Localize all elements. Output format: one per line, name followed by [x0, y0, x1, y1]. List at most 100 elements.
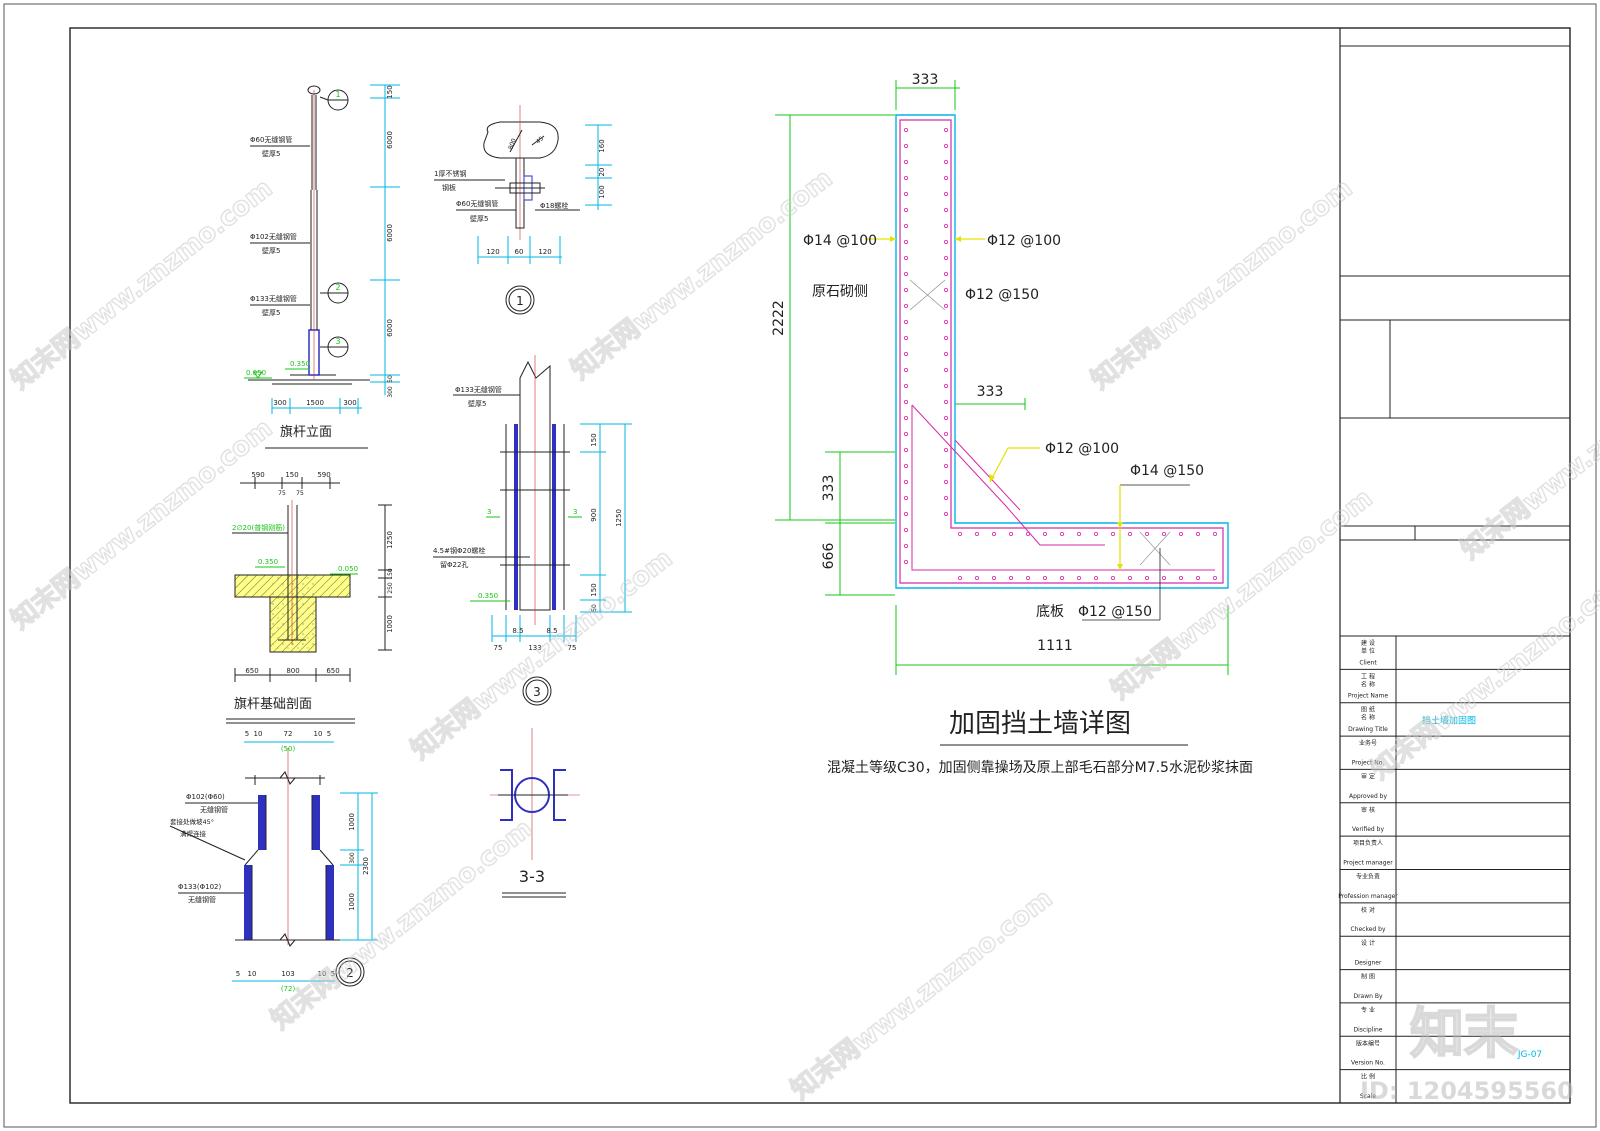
titleblock-label-8: 校 对: [1361, 906, 1375, 914]
rebar-dot: [904, 415, 909, 420]
rebar-dots: [904, 127, 1218, 581]
titleblock-label-en-12: Version No.: [1351, 1060, 1385, 1067]
titleblock-label-en-9: Designer: [1355, 960, 1382, 967]
detail2-dim-t3: 72: [284, 730, 293, 738]
pole-note-2: Φ102无缝钢管: [250, 232, 297, 241]
titleblock-label-en-13: Scale: [1360, 1093, 1376, 1100]
rebar-dot: [904, 463, 909, 468]
detail3-level: 0.350: [478, 592, 498, 600]
rebar-dot: [904, 447, 909, 452]
detail1-dim-v2: 20: [598, 168, 606, 177]
detail2-dim-b1: 5: [236, 970, 240, 978]
titleblock-label-en-4: Approved by: [1349, 793, 1387, 800]
rebar-dot: [1060, 532, 1065, 537]
rebar-dot: [975, 532, 980, 537]
drawing-border: [69, 27, 1571, 1104]
found-note-1: 2∅20(普钢刚筋): [232, 523, 285, 532]
rebar-dot: [1196, 532, 1201, 537]
pole-note-1b: 壁厚5: [262, 149, 280, 158]
watermark-site: 知末网www.znzmo.com: [786, 883, 1058, 1105]
titleblock-label-2: 名 称: [1361, 714, 1375, 722]
callout-1: 1: [335, 90, 340, 99]
rebar-dot: [1145, 576, 1150, 581]
pole-dim-h1: 300: [273, 399, 286, 407]
rebar-dot: [1145, 532, 1150, 537]
rebar-dot: [944, 431, 949, 436]
rebar-dot: [1060, 576, 1065, 581]
rebar-dot: [944, 271, 949, 276]
watermark-brand: 知末: [1410, 1002, 1518, 1065]
rebar-dot: [904, 255, 909, 260]
rebar-dot: [944, 175, 949, 180]
rebar-dot: [1111, 576, 1116, 581]
found-dim-t2: 150: [285, 471, 298, 479]
detail3-dim-b4: 8.5: [546, 627, 557, 635]
detail3-note-2: 4.5#钢Φ20螺栓: [433, 546, 485, 555]
rebar-dot: [904, 175, 909, 180]
rebar-dot: [944, 463, 949, 468]
found-dim-v3: 250: [387, 582, 394, 594]
detail2-dim-b3: 103: [281, 970, 294, 978]
titleblock-label-en-11: Discipline: [1353, 1026, 1382, 1033]
titleblock-label-1: 工 程: [1361, 672, 1375, 680]
detail1-dim-v3: 100: [598, 185, 606, 198]
found-dim-t4: 75: [278, 490, 286, 497]
titleblock-label-en-1: Project Name: [1348, 693, 1388, 700]
pole-dim-h2: 1500: [306, 399, 324, 407]
detail2-dim-v2: 300: [349, 852, 356, 864]
rebar-dot: [944, 367, 949, 372]
rebar-dot: [944, 479, 949, 484]
rebar-dot: [1213, 576, 1218, 581]
rebar-dot: [992, 576, 997, 581]
detail1-note-2b: 壁厚5: [470, 214, 488, 223]
titleblock-value-12: JG-07: [1517, 1050, 1542, 1060]
rebar-dot: [904, 223, 909, 228]
rebar-dot: [958, 576, 963, 581]
rebar-dot: [944, 495, 949, 500]
callout-2: 2: [335, 283, 340, 292]
watermark-site: 知末网www.znzmo.com: [1366, 563, 1600, 785]
wall-dim-mid: 333: [977, 384, 1004, 400]
pole-level-2: 0.350: [290, 360, 310, 368]
pole-dim-v1: 6000: [386, 131, 394, 149]
detail1-dim-v1: 160: [598, 139, 606, 152]
rebar-dot: [904, 367, 909, 372]
rebar-dot: [904, 335, 909, 340]
rebar-dot: [904, 319, 909, 324]
rebar-dot: [944, 512, 949, 517]
watermark-site: 知末网www.znzmo.com: [1086, 173, 1358, 395]
rebar-dot: [1162, 532, 1167, 537]
rebar-dot: [904, 495, 909, 500]
wall-dim-h3: 666: [821, 543, 837, 570]
wall-rebar-6: Φ12 @150: [1078, 604, 1152, 620]
found-level-1: 0.350: [258, 558, 278, 566]
rebar-dot: [1094, 576, 1099, 581]
foundation-section: 590 150 590 75 75 2∅20(普钢刚筋) 0.350 0.050…: [226, 471, 394, 724]
rebar-dot: [1128, 532, 1133, 537]
detail1-note-1: 1厚不锈钢: [434, 169, 466, 178]
rebar-dot: [1077, 532, 1082, 537]
rebar-dot: [944, 319, 949, 324]
detail2-note-2b: 满焊连接: [180, 829, 207, 838]
detail2-dim-b6: (72): [281, 985, 296, 993]
rebar-dot: [1111, 532, 1116, 537]
found-dim-b1: 650: [245, 667, 258, 675]
rebar-dot: [904, 560, 909, 565]
titleblock-label-en-3: Project No.: [1352, 759, 1384, 766]
rebar-dot: [904, 383, 909, 388]
rebar-dot: [1128, 576, 1133, 581]
pole-note-3: Φ133无缝钢管: [250, 294, 297, 303]
detail3-dim-b1: 75: [494, 644, 503, 652]
rebar-dot: [944, 303, 949, 308]
rebar-dot: [1009, 532, 1014, 537]
titleblock-label-en-0: Client: [1359, 659, 1377, 666]
detail2-dim-vt: 2300: [362, 857, 370, 875]
rebar-dot: [904, 159, 909, 164]
watermark-site: 知末网www.znzmo.com: [266, 813, 538, 1035]
titleblock-label-en-6: Project manager: [1343, 860, 1393, 867]
detail3-number: 3: [533, 685, 541, 699]
rebar-dot: [1094, 532, 1099, 537]
titleblock-label-4: 审 定: [1361, 772, 1375, 780]
callout-3: 3: [335, 337, 340, 346]
watermark-site: 知末网www.znzmo.com: [406, 543, 678, 765]
